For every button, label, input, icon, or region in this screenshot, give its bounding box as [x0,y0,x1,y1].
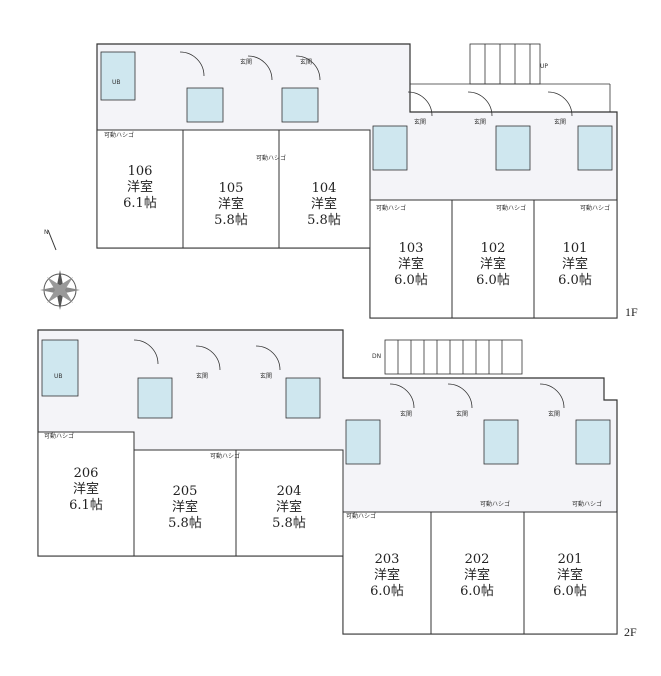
ladder-label-102: 可動ハシゴ [496,204,526,212]
floor-1-small-labels: UB 可動ハシゴ 玄関 玄関 可動ハシゴ 玄関 玄関 玄関 可動ハシゴ 可動ハシ… [104,58,610,212]
entrance-label-205: 玄関 [196,372,208,380]
floor-2-rooms-left [37,431,344,557]
ladder-label-106: 可動ハシゴ [104,131,134,139]
entrance-label-105: 玄関 [240,58,252,66]
compass-icon [40,229,80,310]
room-104-size: 5.8帖 [307,213,341,228]
room-205-type: 洋室 [172,499,198,515]
room-205-number: 205 [173,484,198,499]
room-104-type: 洋室 [311,196,337,212]
ladder-label-202: 可動ハシゴ [480,500,510,508]
entrance-label-104: 玄関 [300,58,312,66]
floor-1-room-labels: 106 洋室 6.1帖 105 洋室 5.8帖 104 洋室 5.8帖 103 … [123,164,592,288]
room-203-number: 203 [375,552,400,567]
floor-1-rooms-right [369,199,618,319]
floor-1-stair [410,43,611,112]
floor-2-room-labels: 206 洋室 6.1帖 205 洋室 5.8帖 204 洋室 5.8帖 203 … [69,466,587,599]
room-201-type: 洋室 [557,567,583,583]
entrance-label-201: 玄関 [548,410,560,418]
room-203-size: 6.0帖 [370,584,404,599]
north-label: N [44,229,49,236]
room-204-number: 204 [277,484,302,499]
floor-2-wet-areas [41,339,611,465]
ladder-label-201: 可動ハシゴ [572,500,602,508]
stair-up-label: UP [540,63,548,70]
floor-label-1f: 1F [625,305,638,319]
room-106-number: 106 [128,164,153,179]
stair-down-label: DN [372,353,381,360]
room-201-number: 201 [558,552,583,567]
room-105-number: 105 [219,181,244,196]
room-106-size: 6.1帖 [123,196,157,211]
entrance-label-203: 玄関 [400,410,412,418]
room-206-number: 206 [74,466,99,481]
ladder-label-101: 可動ハシゴ [580,204,610,212]
room-103-number: 103 [399,241,424,256]
room-102-size: 6.0帖 [476,273,510,288]
floor-2-small-labels: UB 可動ハシゴ 玄関 玄関 可動ハシゴ 玄関 玄関 玄関 可動ハシゴ 可動ハシ… [44,372,602,520]
ladder-label-205: 可動ハシゴ [210,452,240,460]
ladder-label-103: 可動ハシゴ [376,204,406,212]
room-106-type: 洋室 [127,179,153,195]
floor-label-2f: 2F [624,625,637,639]
room-102-type: 洋室 [480,256,506,272]
ub-label-106: UB [112,79,121,86]
room-102-number: 102 [481,241,506,256]
room-103-size: 6.0帖 [394,273,428,288]
ladder-label-105: 可動ハシゴ [256,154,286,162]
ub-label-206: UB [54,373,63,380]
room-204-type: 洋室 [276,499,302,515]
room-101-type: 洋室 [562,256,588,272]
room-101-size: 6.0帖 [558,273,592,288]
room-205-size: 5.8帖 [168,516,202,531]
entrance-label-103: 玄関 [414,118,426,126]
room-203-type: 洋室 [374,567,400,583]
floor-2-stair [384,339,523,375]
room-206-type: 洋室 [73,481,99,497]
floor-2-rooms-right [342,511,618,635]
room-202-number: 202 [465,552,490,567]
room-206-size: 6.1帖 [69,498,103,513]
entrance-label-102: 玄関 [474,118,486,126]
room-101-number: 101 [563,241,588,256]
ladder-label-206: 可動ハシゴ [44,432,74,440]
room-104-number: 104 [312,181,337,196]
entrance-label-101: 玄関 [554,118,566,126]
room-202-size: 6.0帖 [460,584,494,599]
room-201-size: 6.0帖 [553,584,587,599]
room-105-type: 洋室 [218,196,244,212]
entrance-label-204: 玄関 [260,372,272,380]
room-204-size: 5.8帖 [272,516,306,531]
room-103-type: 洋室 [398,256,424,272]
floor-1-rooms-left [96,129,371,249]
floor-1-wet-areas [100,51,613,171]
room-105-size: 5.8帖 [214,213,248,228]
room-202-type: 洋室 [464,567,490,583]
entrance-label-202: 玄関 [456,410,468,418]
ladder-label-203: 可動ハシゴ [346,512,376,520]
door-swings [133,51,573,409]
